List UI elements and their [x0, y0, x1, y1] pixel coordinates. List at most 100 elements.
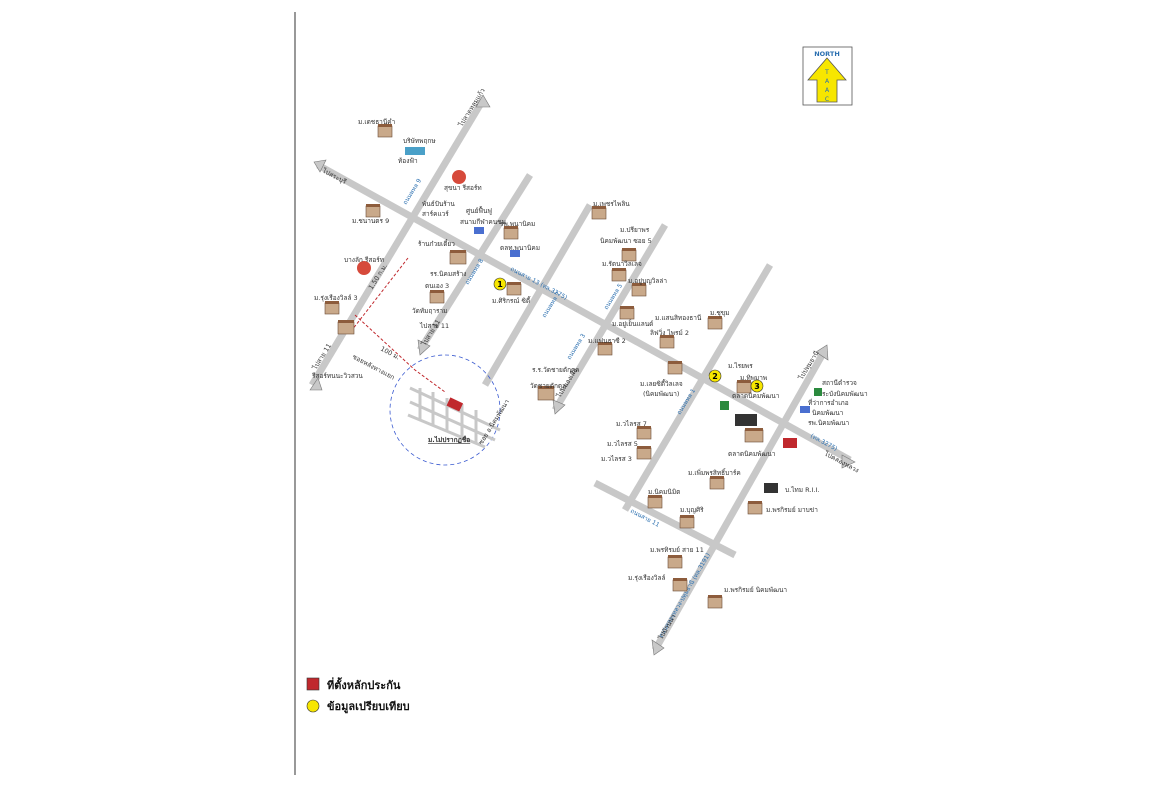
building-icon — [672, 578, 688, 592]
building-icon — [597, 342, 613, 356]
north-arrow: NORTH T A A C — [802, 46, 853, 106]
building-icon — [324, 301, 340, 315]
place-label: ม.วไลรส 7 — [616, 420, 647, 428]
place-label: ตลาดนิคมพัฒนา — [728, 450, 776, 458]
building-icon — [647, 495, 663, 509]
place-label: ม.แสนสิทองธานี — [655, 314, 702, 322]
arrow-s2 — [552, 399, 566, 415]
place-label: รีสอร์ทนนะวิวสวน — [311, 372, 363, 380]
road-pahol5 — [551, 223, 669, 412]
place-label: ตลท.พนานิคม — [500, 244, 540, 252]
flag-icon-3 — [800, 406, 810, 413]
place-label: ม.อยู่เย็นแลนด์ — [612, 319, 653, 328]
place-label: ที่ว่าการอำเภอ — [808, 398, 849, 407]
place-label: ม.วไลรส 5 — [607, 440, 638, 448]
place-label: ม.แฟนธาซี 2 — [588, 337, 626, 345]
place-label: ม.บุญศิริ — [680, 506, 704, 514]
place-label: ม.ไรยพร — [728, 362, 753, 370]
place-label: (นิคมพัฒนา) — [643, 390, 679, 398]
subject-label: ม.ไม่ปรากฏชื่อ — [428, 434, 470, 444]
north-arrow-icon — [807, 57, 847, 103]
building-icon — [365, 204, 381, 218]
resort-icon — [452, 170, 466, 184]
building-icon — [707, 595, 723, 609]
place-label: ตนเอง 3 — [425, 282, 449, 290]
marker-3: 3 — [750, 379, 764, 393]
place-label: ม.นิคมนิมิต — [648, 488, 680, 496]
building-icon — [611, 268, 627, 282]
dir-1: ไปสระบุรี — [320, 166, 348, 186]
arrow-w1 — [313, 159, 327, 173]
building-icon — [429, 290, 445, 304]
place-label: สนามกีฬาคนชน — [460, 218, 507, 226]
building-icon — [621, 248, 637, 262]
north-letter: T — [824, 69, 829, 76]
building-icon — [377, 124, 393, 138]
arrow-sw1 — [309, 377, 323, 391]
legend: ที่ตั้งหลักประกัน ข้อมูลเปรียบเทียบ — [306, 677, 410, 714]
place-labels: ม.เดชธานีคำ บริษัทพฤกษ ท้องฟ้า สุขนา รีส… — [311, 118, 867, 594]
place-label: นิคมพัฒนา ซอย 5 — [600, 237, 652, 245]
marker-1-label: 1 — [497, 280, 503, 289]
road-pahol1 — [621, 263, 774, 512]
marker-2: 2 — [708, 369, 722, 383]
marker-1: 1 — [493, 277, 507, 291]
building-icon — [337, 320, 355, 335]
marker-2-label: 2 — [712, 372, 718, 381]
place-label: ม.เลยซิตี้วิลเลจ — [640, 379, 683, 388]
place-label: ร้านก๋วยเตี๋ยว — [418, 239, 455, 248]
building-icon — [679, 515, 695, 529]
building-icon — [667, 361, 683, 375]
place-label: ระบังนิคมพัฒนา — [822, 390, 868, 398]
building-icon — [709, 476, 725, 490]
place-label: วัดทัมฤาราม — [412, 307, 447, 315]
north-letter: A — [825, 78, 830, 85]
place-label: ร.ร.วัดชายตักตูล — [532, 366, 579, 374]
place-label: บริษัทพฤกษ — [403, 137, 436, 145]
building-icon — [503, 226, 519, 240]
arrow-s3 — [417, 339, 431, 356]
place-label: ท้องฟ้า — [398, 157, 418, 165]
road-pahol8 — [417, 173, 533, 352]
building-icon — [659, 335, 675, 349]
place-label: ม.รุ่งเรืองวิลล์ 3 — [314, 294, 358, 302]
place-label: ม.ชุขุม — [710, 309, 730, 317]
comparable-markers: 1 2 3 — [493, 277, 764, 393]
lotus-icon — [735, 414, 757, 426]
place-label: บางลัก รีสอร์ท — [344, 256, 384, 264]
place-label: สถานีตำรวจ — [822, 379, 857, 387]
place-label: ม.พรกิรมย์ มาบข่า — [766, 506, 818, 514]
place-label: วัดชายตักตูล — [530, 382, 566, 390]
place-label: ศูนย์ฟื้นฟู — [466, 206, 492, 215]
building-icon — [537, 386, 555, 401]
place-label: รร.นิคมสร้าง — [430, 270, 466, 278]
place-label: ม.เดชธานีคำ — [358, 118, 396, 126]
access-route-2 — [351, 257, 409, 331]
road-3191 — [651, 348, 829, 652]
north-letter: C — [825, 96, 829, 103]
road-sai11 — [593, 479, 737, 559]
road-upper-left — [308, 98, 487, 387]
building-icon — [449, 250, 467, 265]
arrow-ne1 — [815, 344, 829, 361]
north-letter: A — [825, 87, 830, 94]
flag-icon-2 — [510, 250, 520, 257]
access-route — [354, 314, 446, 393]
place-label: สุขนา รีสอร์ท — [444, 184, 482, 192]
resort-icon-2 — [357, 261, 371, 275]
place-label: รพ.พนานิคม — [500, 220, 535, 228]
factory-icon — [764, 483, 778, 493]
building-icon — [747, 501, 763, 515]
place-label: ม.รัตนาวิลเลจ — [602, 260, 642, 268]
place-label: พันธ์ปันร้าน — [422, 200, 455, 208]
place-label: ม.เพชรไพลิน — [593, 200, 630, 208]
place-label: ม.อยู่บุญวิลล่า — [628, 277, 667, 285]
place-label: รพ.นิคมพัฒนา — [808, 419, 850, 427]
marker-3-label: 3 — [754, 382, 760, 391]
north-label: NORTH — [814, 50, 840, 58]
arrow-s1 — [651, 639, 665, 656]
building-icon — [506, 282, 522, 296]
place-label: ไปสาย 11 — [419, 322, 449, 330]
road-arrows — [309, 94, 856, 656]
legend-label-comparable: ข้อมูลเปรียบเทียบ — [327, 700, 410, 714]
